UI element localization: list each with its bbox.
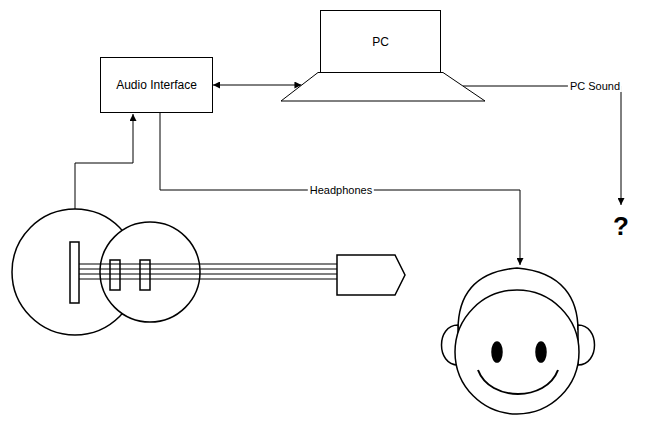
pc-laptop: PC — [280, 10, 486, 102]
laptop-screen — [321, 11, 441, 73]
guitar-cable — [75, 114, 133, 209]
laptop-base — [281, 73, 485, 102]
wire-label: Headphones — [308, 184, 374, 196]
guitar-string — [79, 279, 337, 280]
guitar-string — [79, 269, 337, 270]
wire-label: PC Sound — [568, 80, 622, 92]
eye — [536, 342, 546, 362]
guitar-string — [79, 264, 337, 265]
audio-interface-box: Audio Interface — [100, 57, 213, 113]
guitar-body — [100, 222, 200, 322]
guitar — [12, 209, 405, 335]
unknown-mark: ? — [611, 211, 631, 242]
ear-cup — [578, 325, 595, 365]
listener — [442, 268, 595, 414]
node-label: PC — [372, 35, 389, 49]
eye — [492, 342, 502, 362]
connector-arrow — [213, 85, 301, 86]
guitar-string — [79, 274, 337, 275]
guitar-strings — [79, 264, 337, 279]
smile — [478, 370, 558, 394]
headphones-wire — [160, 113, 520, 265]
pc-sound-wire — [463, 86, 621, 205]
laptop-outline — [280, 10, 486, 102]
guitar-headstock — [337, 255, 405, 295]
guitar-bridge — [70, 242, 79, 303]
smiley-face — [455, 290, 579, 414]
guitar-body — [12, 209, 138, 335]
node-label: Audio Interface — [116, 78, 197, 92]
